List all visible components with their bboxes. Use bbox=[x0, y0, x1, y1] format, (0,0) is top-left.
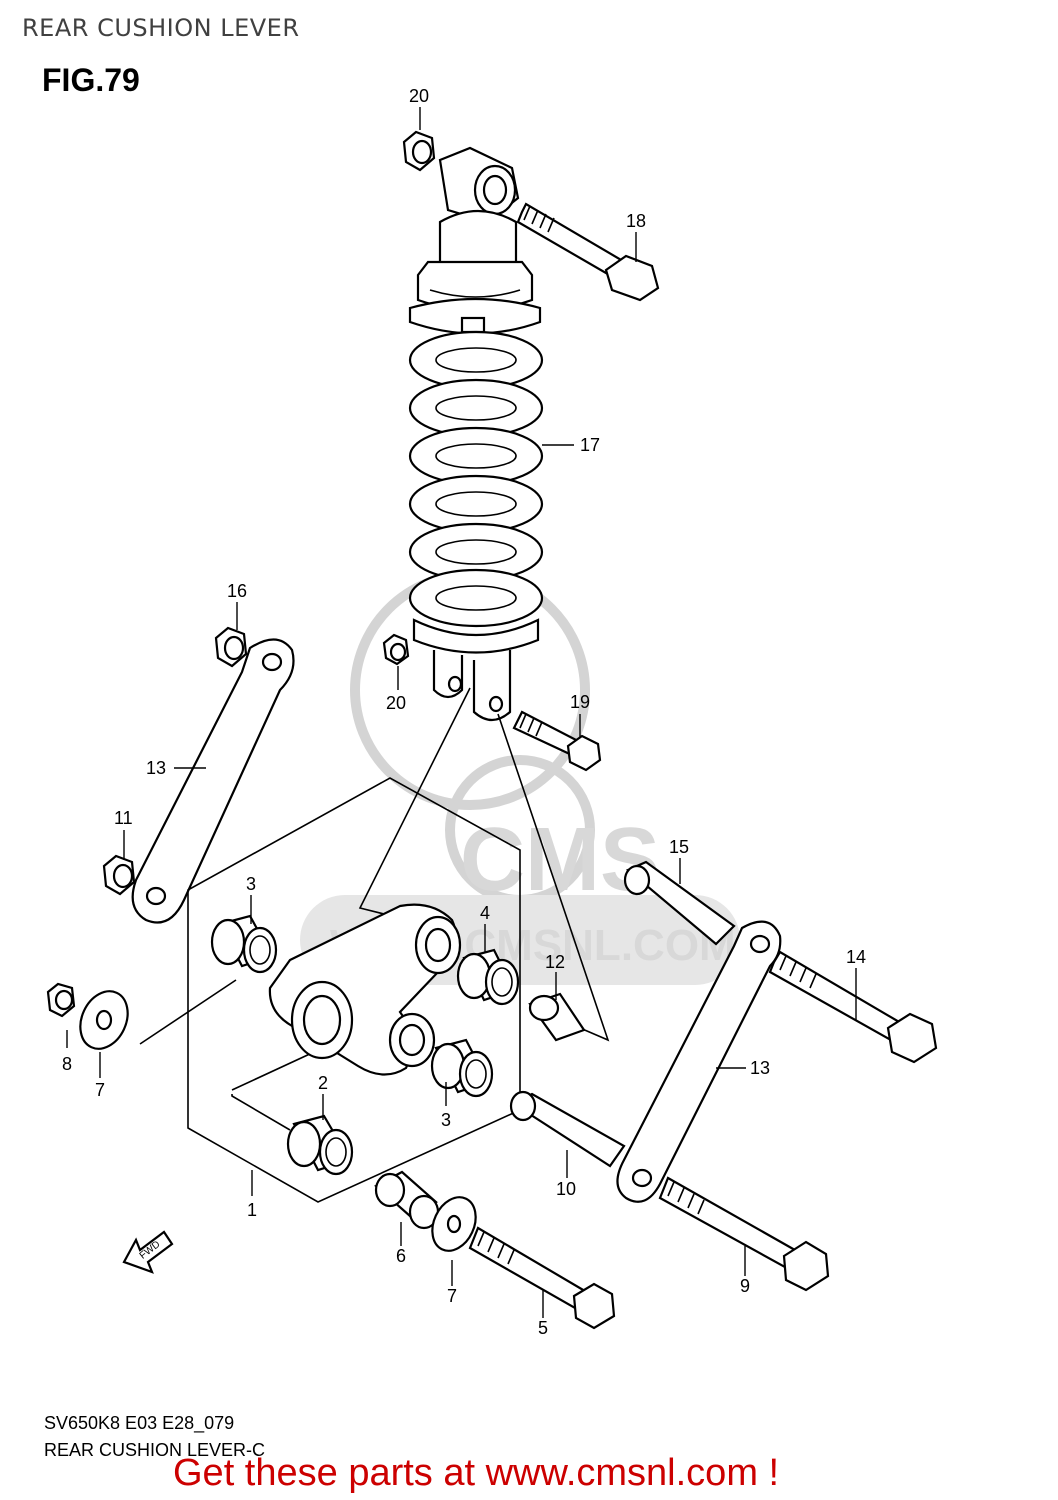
callout-14: 14 bbox=[846, 947, 866, 967]
callout-18: 18 bbox=[626, 211, 646, 231]
nut-16 bbox=[214, 626, 248, 668]
callout-1: 1 bbox=[247, 1200, 257, 1220]
bolt-14 bbox=[768, 950, 938, 1064]
nut-11 bbox=[102, 854, 136, 896]
cmsnl-link-banner[interactable]: Get these parts at www.cmsnl.com ! bbox=[173, 1452, 780, 1494]
shock-absorber bbox=[408, 146, 544, 722]
callout-7-left: 7 bbox=[95, 1080, 105, 1100]
callout-15: 15 bbox=[669, 837, 689, 857]
figure-title: FIG.79 bbox=[42, 62, 140, 98]
callout-16: 16 bbox=[227, 581, 247, 601]
callout-8: 8 bbox=[62, 1054, 72, 1074]
callout-13-left: 13 bbox=[146, 758, 166, 778]
callout-3-upper: 3 bbox=[246, 874, 256, 894]
callout-17: 17 bbox=[580, 435, 600, 455]
callout-2: 2 bbox=[318, 1073, 328, 1093]
callout-13-right: 13 bbox=[750, 1058, 770, 1078]
callout-11: 11 bbox=[114, 808, 133, 828]
nut-20-top bbox=[402, 130, 436, 172]
bolt-9 bbox=[658, 1176, 830, 1292]
link-rod-13-right bbox=[616, 920, 782, 1203]
callouts: 20 18 17 16 20 19 13 11 15 3 4 12 14 8 7… bbox=[62, 86, 866, 1338]
bearing-3-lower bbox=[430, 1038, 494, 1098]
washer-7-left bbox=[79, 990, 129, 1050]
callout-4: 4 bbox=[480, 903, 490, 923]
washer-7-bottom bbox=[431, 1196, 477, 1252]
bolt-19 bbox=[512, 710, 602, 772]
spacer-6 bbox=[374, 1170, 440, 1230]
callout-19: 19 bbox=[570, 692, 590, 712]
watermark-logo: CMS bbox=[460, 810, 660, 910]
leader-lines bbox=[66, 107, 857, 1318]
spacer-15 bbox=[623, 860, 736, 946]
callout-3-lower: 3 bbox=[441, 1110, 451, 1130]
callout-6: 6 bbox=[396, 1246, 406, 1266]
cushion-lever bbox=[268, 903, 462, 1076]
callout-9: 9 bbox=[740, 1276, 750, 1296]
bearing-4 bbox=[456, 948, 520, 1006]
bolt-18 bbox=[516, 202, 660, 302]
spacer-12 bbox=[528, 992, 586, 1042]
diagram-code: SV650K8 E03 E28_079 bbox=[44, 1413, 235, 1433]
page-header: REAR CUSHION LEVER bbox=[22, 14, 300, 42]
spacer-10 bbox=[509, 1090, 626, 1168]
bolt-5 bbox=[468, 1226, 616, 1330]
nut-8 bbox=[46, 982, 76, 1018]
fwd-arrow: FWD bbox=[122, 1230, 174, 1274]
link-rod-13-left bbox=[131, 638, 295, 924]
bearing-2 bbox=[286, 1114, 354, 1176]
nut-20-bottom bbox=[382, 633, 410, 666]
callout-20-bottom: 20 bbox=[386, 693, 406, 713]
diagram-caption: REAR CUSHION LEVER-C bbox=[44, 1440, 266, 1460]
callout-12: 12 bbox=[545, 952, 565, 972]
callout-10: 10 bbox=[556, 1179, 576, 1199]
callout-7-bottom: 7 bbox=[447, 1286, 457, 1306]
bearing-3-upper bbox=[210, 914, 278, 974]
callout-5: 5 bbox=[538, 1318, 548, 1338]
callout-20-top: 20 bbox=[409, 86, 429, 106]
